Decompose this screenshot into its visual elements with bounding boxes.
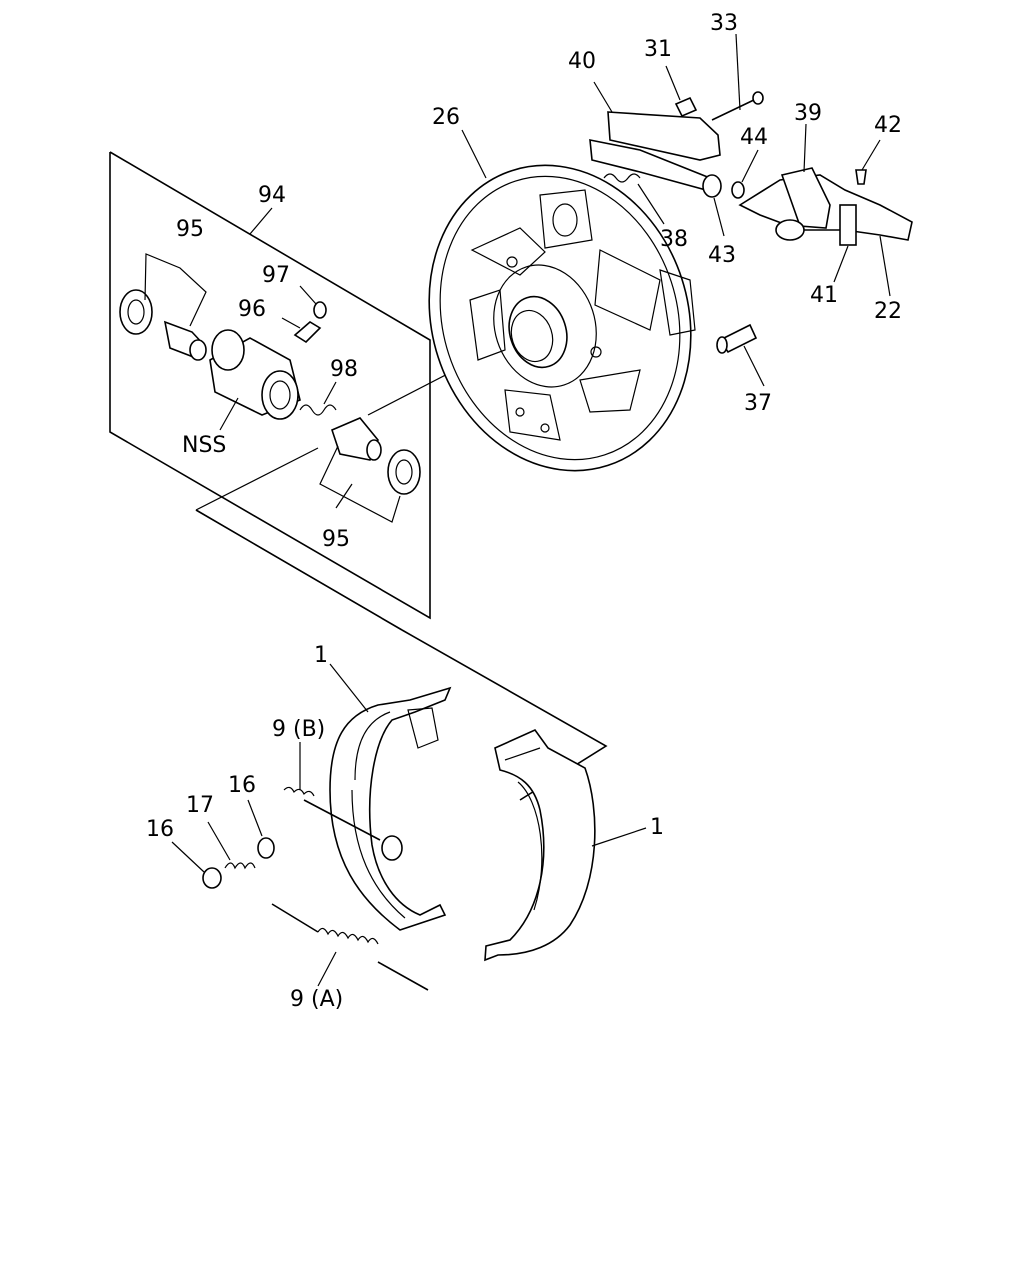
adjuster-parts [589,91,913,354]
callout-41: 41 [810,283,838,308]
callout-98: 98 [330,357,358,382]
callout-9b: 9 (B) [272,717,325,742]
callout-37: 37 [744,391,772,416]
brake-shoe-right [484,729,596,962]
brake-shoe-left [329,686,452,931]
callout-33: 33 [710,11,738,36]
callout-1-right: 1 [650,815,664,840]
callout-26: 26 [432,105,460,130]
callout-39: 39 [794,101,822,126]
callout-40: 40 [568,49,596,74]
springs-and-hardware [202,786,429,991]
callout-38: 38 [660,227,688,252]
callout-nss: NSS [182,433,226,458]
callout-leaders [144,33,891,987]
callout-95-bottom: 95 [322,527,350,552]
callout-96: 96 [238,297,266,322]
callout-97: 97 [262,263,290,288]
wheel-cylinder-parts [119,289,421,495]
callout-16-left: 16 [146,817,174,842]
callout-31: 31 [644,37,672,62]
callout-94: 94 [258,183,286,208]
callout-1-left: 1 [314,643,328,668]
callout-17: 17 [186,793,214,818]
callout-16-right: 16 [228,773,256,798]
callout-labels: 33 31 40 26 39 42 44 38 43 41 22 37 94 9… [146,11,902,1012]
callout-9a: 9 (A) [290,987,343,1012]
backing-plate [428,164,696,472]
callout-43: 43 [708,243,736,268]
callout-42: 42 [874,113,902,138]
callout-22: 22 [874,299,902,324]
callout-44: 44 [740,125,768,150]
callout-95-top: 95 [176,217,204,242]
